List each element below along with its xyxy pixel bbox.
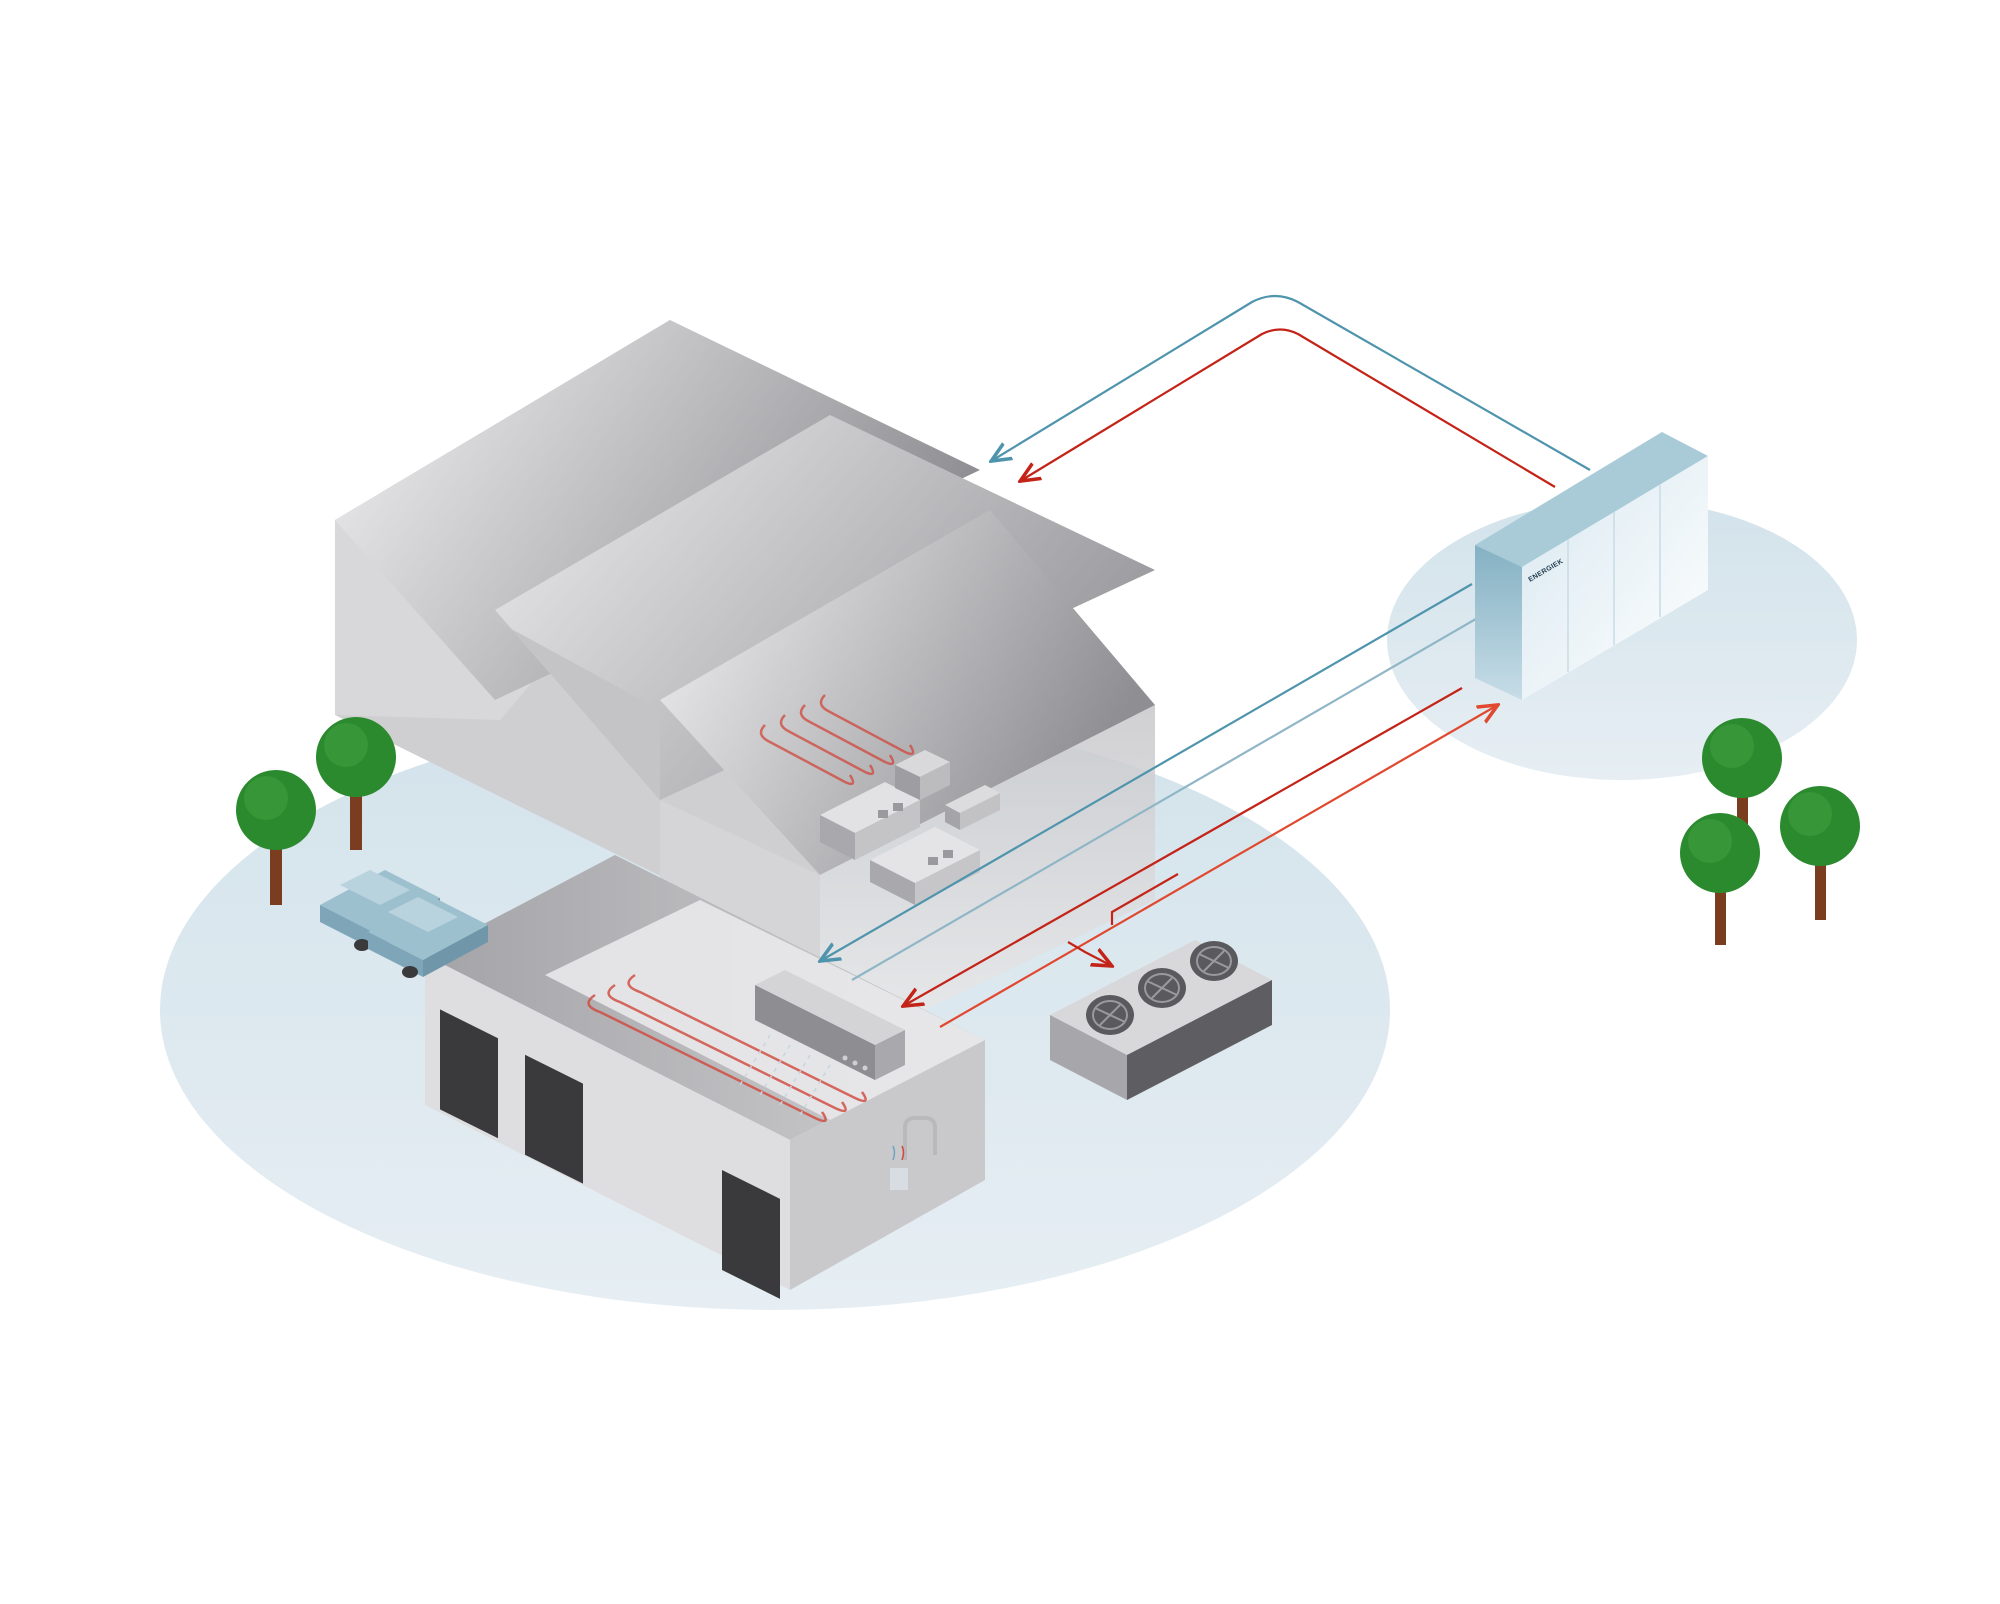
flow-lines — [822, 294, 1591, 1028]
heat-pump-top — [1475, 432, 1708, 567]
air-conditioner-unit — [739, 970, 905, 1116]
factory-floor-heating-coil — [759, 694, 915, 786]
annex-door-3 — [722, 1169, 780, 1299]
cup-icon — [890, 1168, 908, 1190]
factory-building — [335, 320, 1155, 1060]
parked-cars — [320, 870, 488, 978]
factory-roof-3 — [660, 510, 1155, 875]
fan-icon — [1190, 941, 1238, 981]
dry-cooler-unit — [1050, 940, 1272, 1100]
flow-cold-return — [822, 583, 1473, 960]
flow-top-hot — [1022, 328, 1556, 488]
flow-hot-return — [905, 687, 1463, 1005]
annex-right-wall — [790, 1040, 985, 1290]
tree-icon — [316, 717, 396, 850]
dry-cooler-side — [1127, 980, 1272, 1100]
ac-indicator-3 — [862, 1065, 868, 1071]
tap-icon — [890, 1116, 942, 1190]
flow-cooler-in — [1067, 941, 1110, 965]
fan-icon — [1086, 995, 1134, 1035]
fan-icon — [1138, 968, 1186, 1008]
heat-pump-unit: ENERGIEK — [1475, 432, 1708, 700]
factory-machinery — [820, 750, 1000, 905]
flow-hot-supply — [939, 706, 1496, 1028]
annex-building — [425, 855, 985, 1299]
ac-indicator-1 — [842, 1055, 848, 1061]
ac-airflow — [739, 1034, 831, 1116]
factory-roof-1 — [335, 320, 980, 700]
factory-interior-floor — [820, 705, 1155, 1060]
ac-indicator-2 — [852, 1060, 858, 1066]
annex-left-wall — [425, 955, 790, 1290]
car-icon — [368, 897, 488, 978]
tree-icon — [1702, 718, 1782, 840]
tree-icon — [236, 770, 316, 905]
annex-door-2 — [525, 1054, 583, 1184]
tree-icon — [1780, 786, 1860, 920]
dry-cooler-front — [1050, 1015, 1127, 1100]
flow-top-cold — [993, 294, 1591, 471]
annex-door-1 — [440, 1009, 498, 1139]
annex-floor-heating-coil — [587, 973, 867, 1123]
heat-pump-side — [1475, 545, 1522, 700]
heat-pump-panel-lines — [1567, 485, 1661, 672]
flow-cooler-branch — [1110, 873, 1179, 925]
factory-roof-2-edge — [495, 610, 660, 800]
flow-cold-supply — [851, 605, 1500, 981]
tree-icon — [1680, 813, 1760, 945]
